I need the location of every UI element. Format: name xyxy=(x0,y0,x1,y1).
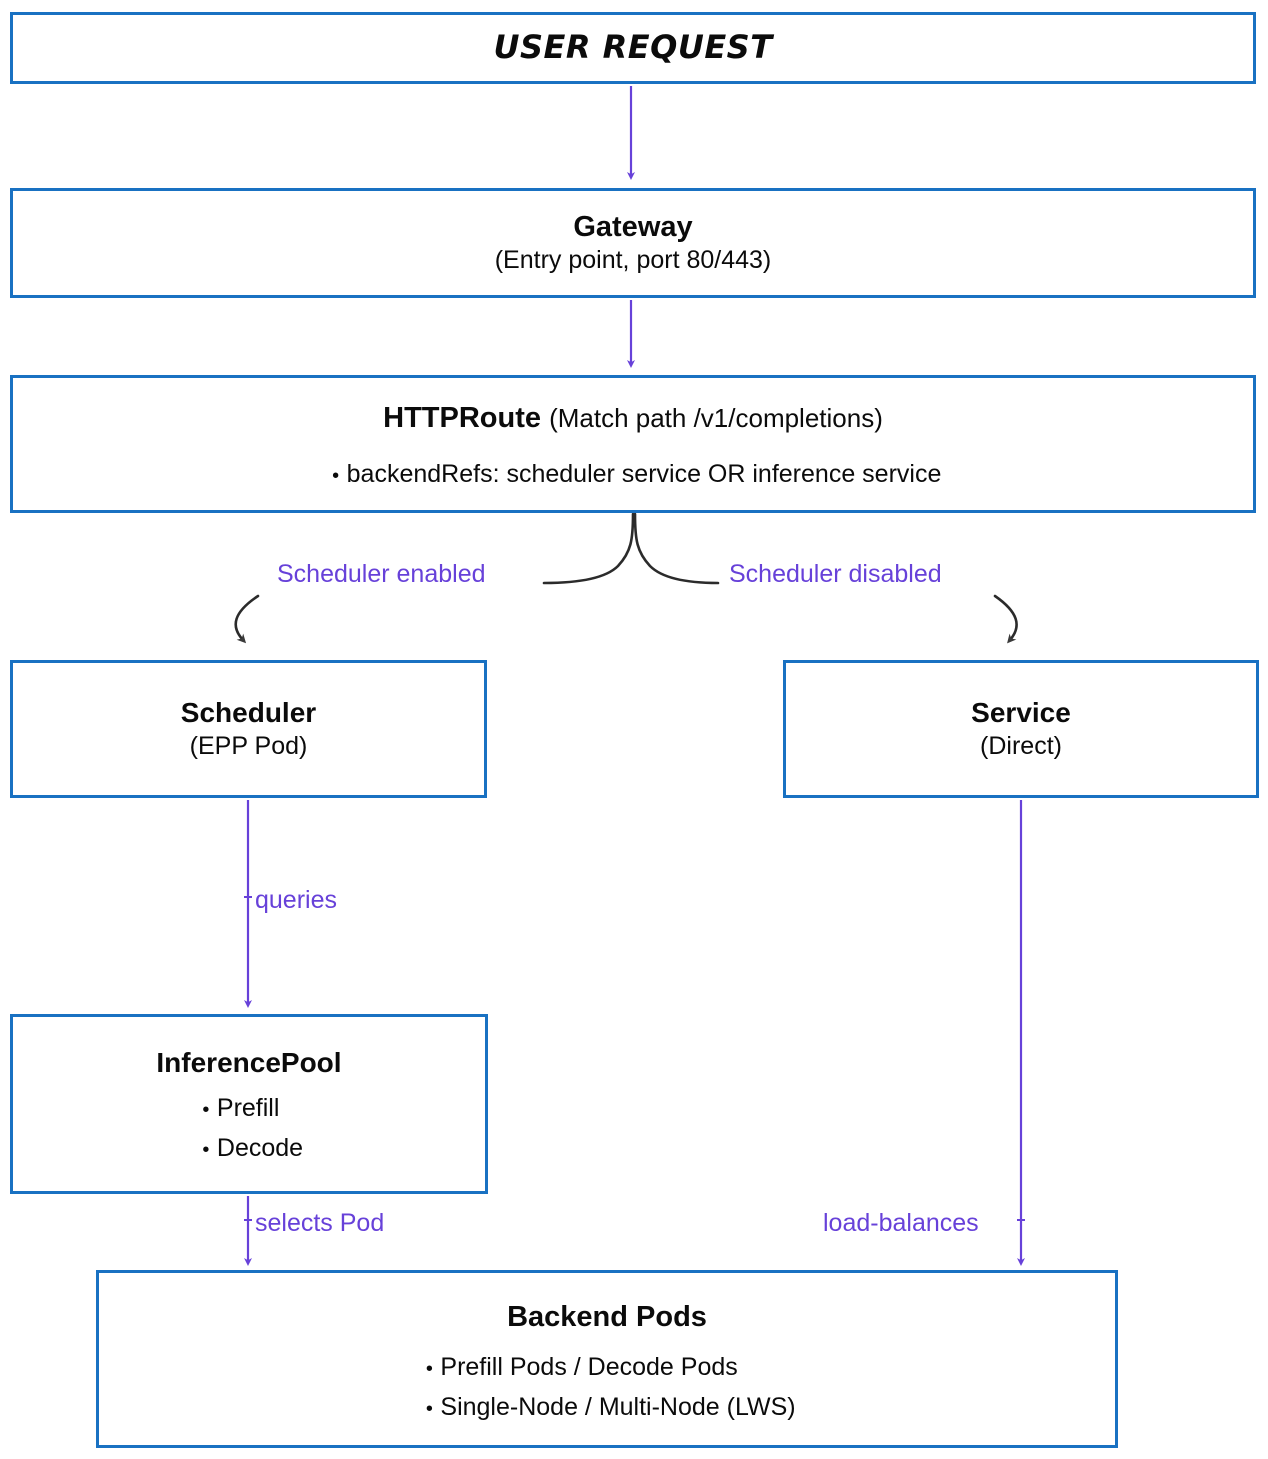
node-httproute[interactable]: HTTPRoute (Match path /v1/completions) •… xyxy=(10,375,1256,513)
node-httproute-subtitle: (Match path /v1/completions) xyxy=(549,403,883,434)
edge-label-scheduler-enabled: Scheduler enabled xyxy=(277,560,486,588)
list-item: • Prefill Pods / Decode Pods xyxy=(418,1347,795,1387)
edge-label-queries: queries xyxy=(255,886,337,914)
node-backend-pods-bullets: • Prefill Pods / Decode Pods • Single-No… xyxy=(418,1347,796,1427)
edge-label-scheduler-disabled: Scheduler disabled xyxy=(729,560,942,588)
list-item-label: Prefill xyxy=(216,1094,280,1123)
list-item: • Prefill xyxy=(195,1088,303,1128)
list-item: • backendRefs: scheduler service OR infe… xyxy=(325,454,942,494)
node-gateway-title: Gateway xyxy=(573,211,693,244)
node-scheduler-title: Scheduler xyxy=(180,696,317,728)
edge-inferencepool-backendpods xyxy=(244,1196,252,1266)
edge-to-scheduler xyxy=(234,594,260,644)
node-httproute-title: HTTPRoute xyxy=(383,402,541,435)
node-backend-pods-title: Backend Pods xyxy=(507,1301,707,1333)
list-item: • Decode xyxy=(195,1128,303,1168)
node-scheduler[interactable]: Scheduler (EPP Pod) xyxy=(10,660,487,798)
edge-scheduler-inferencepool xyxy=(244,800,252,1008)
list-item-label: Prefill Pods / Decode Pods xyxy=(440,1353,738,1382)
list-item-label: Decode xyxy=(216,1134,304,1163)
node-inferencepool-title: InferencePool xyxy=(156,1047,342,1078)
node-inferencepool[interactable]: InferencePool • Prefill • Decode xyxy=(10,1014,488,1194)
bullet-icon: • xyxy=(202,1099,210,1122)
list-item-label: backendRefs: scheduler service OR infere… xyxy=(346,459,942,488)
list-item: • Single-Node / Multi-Node (LWS) xyxy=(418,1387,796,1427)
node-user-request[interactable]: USER REQUEST xyxy=(10,12,1256,84)
node-backend-pods[interactable]: Backend Pods • Prefill Pods / Decode Pod… xyxy=(96,1270,1118,1448)
edge-to-service xyxy=(993,594,1018,644)
node-gateway[interactable]: Gateway (Entry point, port 80/443) xyxy=(10,188,1256,298)
node-service-title: Service xyxy=(971,696,1071,728)
bullet-icon: • xyxy=(425,1358,433,1381)
node-httproute-headline: HTTPRoute (Match path /v1/completions) xyxy=(383,402,883,435)
edge-label-selects-pod: selects Pod xyxy=(255,1209,385,1237)
node-gateway-subtitle: (Entry point, port 80/443) xyxy=(494,245,772,274)
node-scheduler-subtitle: (EPP Pod) xyxy=(189,732,308,761)
bullet-icon: • xyxy=(425,1398,433,1421)
list-item-label: Single-Node / Multi-Node (LWS) xyxy=(440,1393,796,1422)
edge-service-backendpods xyxy=(1017,800,1025,1266)
edge-label-load-balances: load-balances xyxy=(823,1209,979,1237)
node-httproute-bullets: • backendRefs: scheduler service OR infe… xyxy=(325,454,942,494)
node-service[interactable]: Service (Direct) xyxy=(783,660,1259,798)
node-inferencepool-bullets: • Prefill • Decode xyxy=(195,1088,303,1168)
bullet-icon: • xyxy=(332,464,340,487)
bullet-icon: • xyxy=(202,1139,210,1162)
node-user-request-title: USER REQUEST xyxy=(493,28,773,67)
edge-httproute-split xyxy=(542,512,720,585)
node-service-subtitle: (Direct) xyxy=(980,732,1062,761)
